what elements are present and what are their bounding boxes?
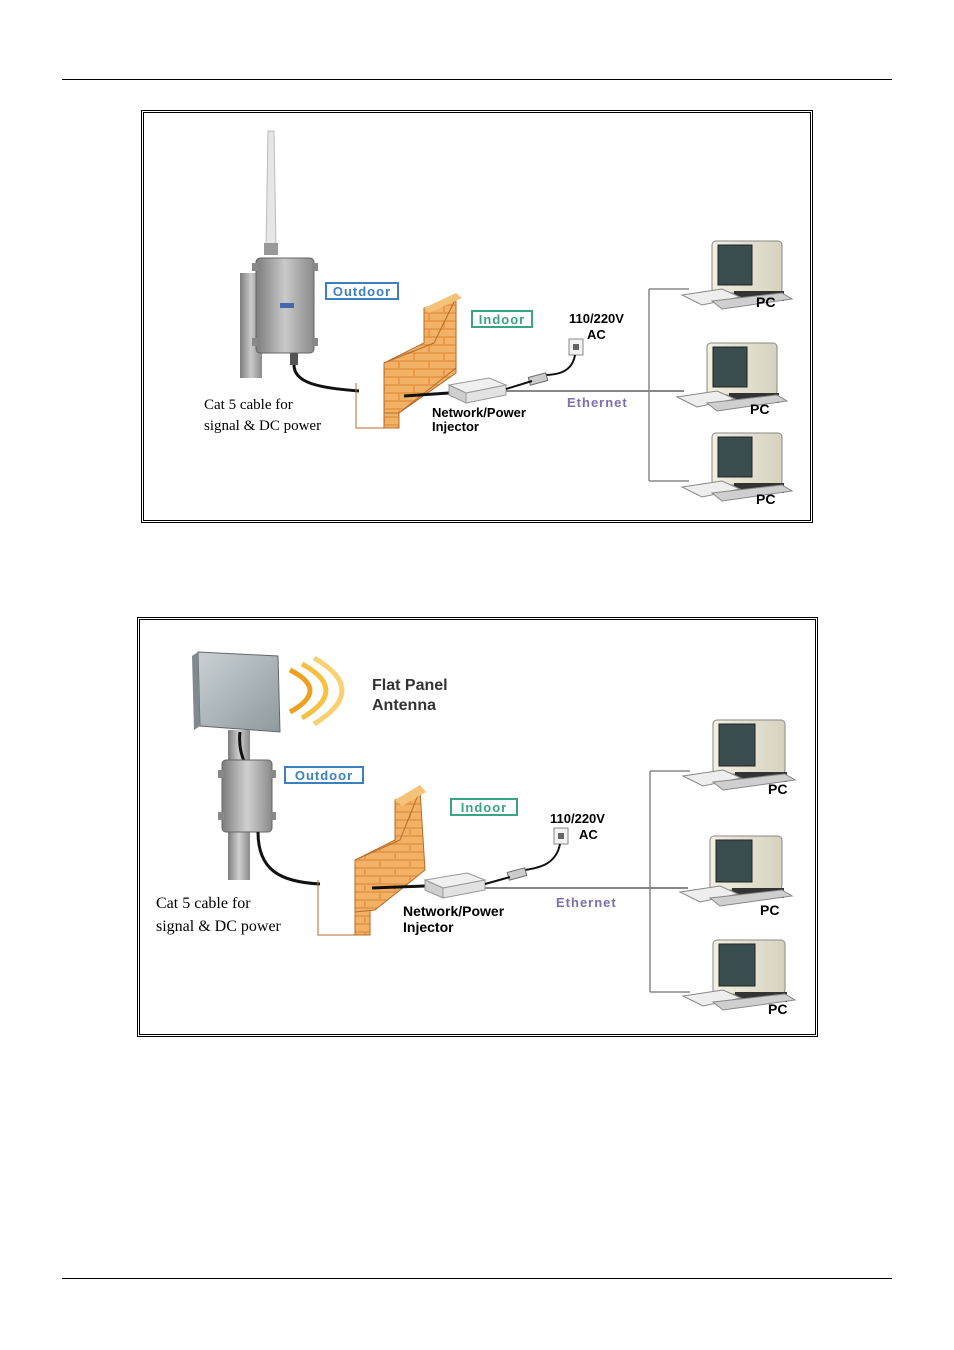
pc-icon — [683, 720, 795, 790]
signal-waves-icon — [290, 658, 342, 724]
cable-label-line1: Cat 5 cable for — [156, 895, 251, 912]
voltage-label: 110/220V — [569, 311, 624, 326]
network-power-injector-icon — [425, 873, 485, 898]
indoor-tag: Indoor — [472, 311, 532, 327]
power-adapter-icon — [528, 373, 547, 385]
header-rule — [62, 79, 892, 80]
pc-label-1: PC — [768, 781, 787, 797]
ethernet-branch-lines — [650, 771, 690, 992]
injector-label-line1: Network/Power — [403, 903, 505, 919]
network-power-injector-icon — [449, 378, 506, 403]
cable-label-line2: signal & DC power — [204, 418, 321, 434]
pc-icon — [682, 433, 792, 501]
pc-icon — [683, 940, 795, 1010]
injector-label-line2: Injector — [432, 419, 479, 434]
flat-panel-antenna-icon — [192, 652, 280, 732]
cat5-cable-line — [294, 365, 359, 391]
footer-rule — [62, 1278, 892, 1279]
pc-label-1: PC — [756, 294, 775, 310]
omni-antenna-icon — [264, 131, 278, 255]
pc-label-3: PC — [768, 1001, 787, 1017]
figure2-diagram: Flat Panel Antenna Outdoor Indoor — [140, 620, 815, 1034]
pc-label-2: PC — [760, 902, 779, 918]
outdoor-tag: Outdoor — [285, 767, 363, 783]
antenna-label-line1: Flat Panel — [372, 677, 448, 694]
indoor-label: Indoor — [479, 312, 525, 327]
figure1-diagram: Outdoor Indoor 110/220V AC Network/Power — [144, 113, 810, 520]
ethernet-label: Ethernet — [567, 395, 628, 410]
ac-outlet-icon — [554, 828, 568, 844]
outdoor-label: Outdoor — [295, 768, 353, 783]
cable-label-line1: Cat 5 cable for — [204, 397, 293, 413]
outdoor-ap-unit-icon — [252, 258, 318, 365]
adapter-to-injector-cable — [485, 877, 510, 884]
outdoor-tag: Outdoor — [326, 283, 398, 299]
injector-label-line2: Injector — [403, 919, 454, 935]
indoor-tag: Indoor — [451, 799, 517, 815]
adapter-to-injector-cable — [506, 381, 532, 389]
ac-label: AC — [587, 327, 606, 342]
pc-icon — [682, 241, 792, 309]
figure-flat-panel-antenna-setup: Flat Panel Antenna Outdoor Indoor — [137, 617, 818, 1037]
ac-label: AC — [579, 827, 598, 842]
ethernet-label: Ethernet — [556, 895, 617, 910]
pc-icon — [680, 836, 792, 906]
ethernet-branch-lines — [649, 289, 689, 481]
ac-outlet-icon — [569, 339, 583, 355]
cable-label-line2: signal & DC power — [156, 918, 282, 935]
antenna-label-line2: Antenna — [372, 697, 436, 714]
pc-label-3: PC — [756, 491, 775, 507]
voltage-label: 110/220V — [550, 811, 605, 826]
outdoor-ap-unit-icon — [218, 760, 276, 832]
power-adapter-icon — [507, 868, 526, 880]
wall-to-injector-cable — [372, 886, 425, 888]
indoor-label: Indoor — [461, 800, 507, 815]
pc-label-2: PC — [750, 401, 769, 417]
outdoor-label: Outdoor — [333, 284, 391, 299]
cat5-cable-line — [258, 832, 320, 884]
pc-icon — [677, 343, 787, 411]
figure-omni-antenna-setup: Outdoor Indoor 110/220V AC Network/Power — [141, 110, 813, 523]
injector-label-line1: Network/Power — [432, 405, 526, 420]
